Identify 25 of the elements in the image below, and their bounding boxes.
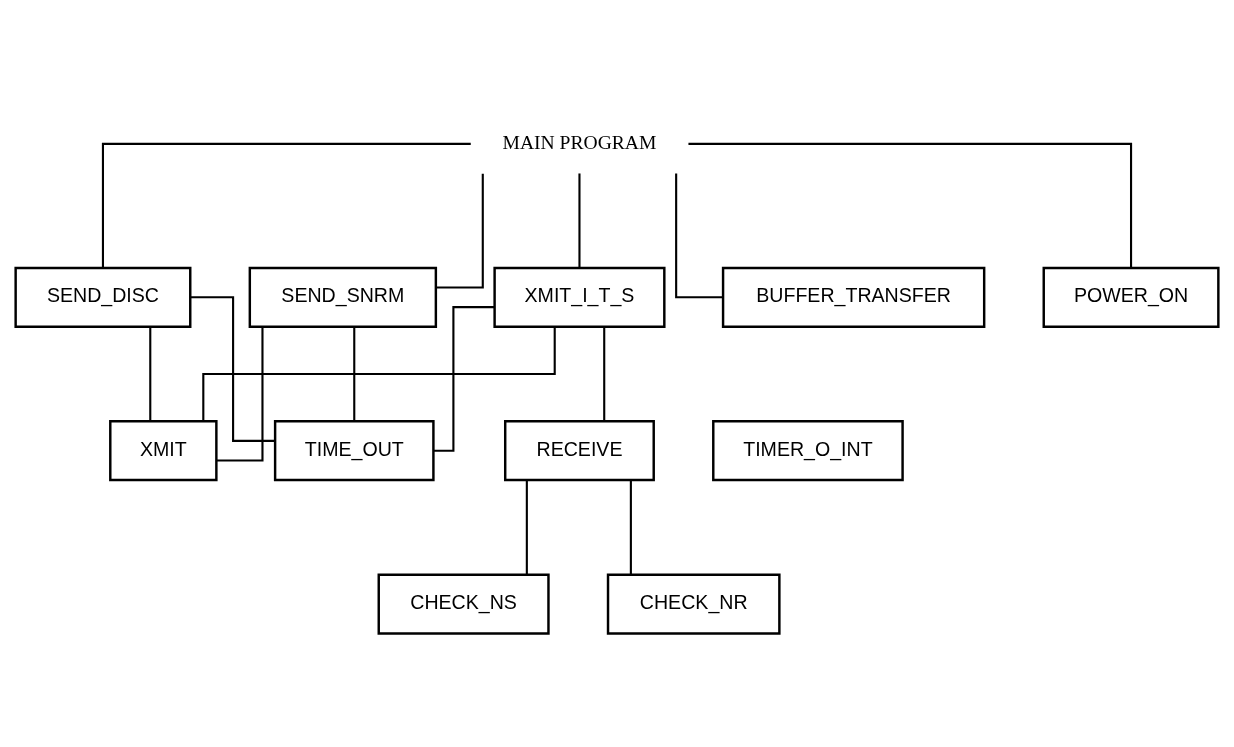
connector [525,479,528,575]
connector [149,326,152,421]
node-box: BUFFER_TRANSFER [721,266,986,328]
node-box: POWER_ON [1042,266,1220,328]
connector [603,326,606,421]
node-box: RECEIVE [504,419,655,481]
node-box: CHECK_NR [606,573,781,635]
connector [216,326,264,462]
connector [101,142,471,268]
node-text: MAIN PROGRAM [502,131,657,153]
connector [688,142,1133,268]
connector [190,295,275,442]
node-box: SEND_DISC [14,266,192,328]
node-box: TIME_OUT [273,419,435,481]
connector [202,326,556,421]
connector [353,326,356,421]
node-box: XMIT_I_T_S [493,266,666,328]
node-box: SEND_SNRM [248,266,438,328]
connector [436,173,484,289]
connector [578,172,581,268]
connector [675,172,723,298]
node-box: CHECK_NS [377,573,550,635]
connector [629,479,632,575]
node-box: XMIT [109,419,218,481]
node-box: TIMER_O_INT [712,419,904,481]
